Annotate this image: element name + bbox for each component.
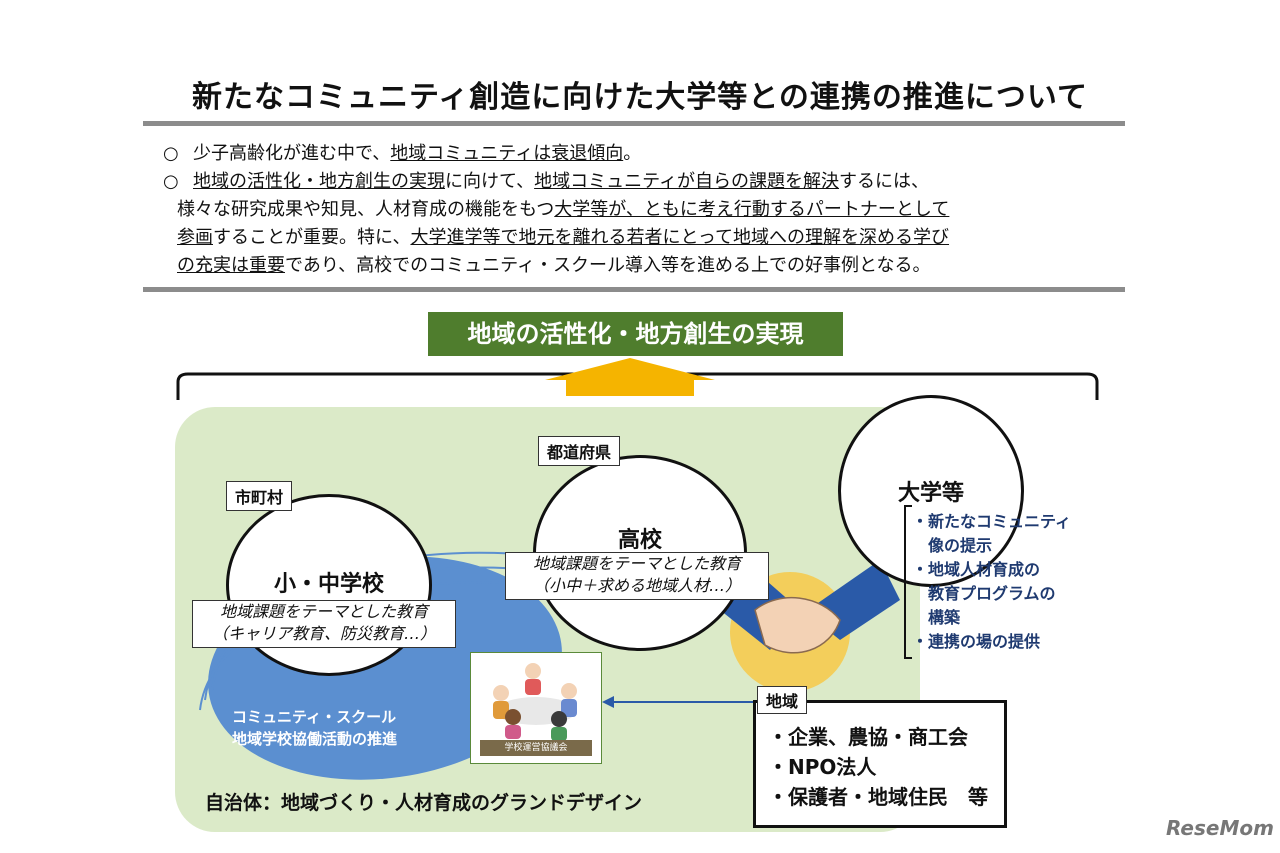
- intro-paragraph-2: ○ 地域の活性化・地方創生の実現に向けて、地域コミュニティが自らの課題を解決するに…: [163, 168, 1123, 196]
- region-members: ・企業、農協・商工会 ・NPO法人 ・保護者・地域住民 等: [768, 722, 988, 812]
- grand-design-caption: 自治体：地域づくり・人材育成のグランドデザイン: [205, 792, 643, 814]
- goal-banner: 地域の活性化・地方創生の実現: [428, 312, 843, 356]
- text-underlined: 地域コミュニティが自らの課題を解決: [534, 171, 840, 192]
- prefecture-tag: 都道府県: [538, 436, 621, 466]
- text: 様々な研究成果や知見、人材育成の機能をもつ: [177, 199, 555, 220]
- intro-paragraph-2-line-3: 参画することが重要。特に、大学進学等で地元を離れる若者にとって地域への理解を深め…: [163, 224, 1123, 252]
- region-member-item: ・企業、農協・商工会: [768, 725, 968, 749]
- community-school-line: 地域学校協働活動の推進: [232, 730, 398, 748]
- bracket-and-arrow: [176, 358, 1099, 400]
- intro-paragraph-2-line-4: の充実は重要であり、高校でのコミュニティ・スクール導入等を進める上での好事例とな…: [163, 252, 1123, 280]
- text: するには、: [839, 171, 930, 192]
- text: することが重要。特に、: [213, 227, 411, 248]
- intro-paragraph-2-line-2: 様々な研究成果や知見、人材育成の機能をもつ大学等が、ともに考え行動するパートナー…: [163, 196, 1123, 224]
- page-title: 新たなコミュニティ創造に向けた大学等との連携の推進について: [192, 80, 1088, 115]
- meeting-people-icon: [493, 663, 577, 741]
- text: であり、高校でのコミュニティ・スクール導入等を進める上での好事例となる。: [285, 255, 931, 276]
- box-line: 地域課題をテーマとした教育: [219, 602, 428, 621]
- box-line: （キャリア教育、防災教育…）: [211, 624, 436, 643]
- text-underlined: 大学進学等で地元を離れる若者にとって地域への理解を深める学び: [410, 227, 950, 248]
- prefecture-education-box: 地域課題をテーマとした教育 （小中＋求める地域人材…）: [505, 552, 769, 600]
- community-school-label: コミュニティ・スクール 地域学校協働活動の推進: [232, 706, 397, 750]
- text-underlined: 大学等が、ともに考え行動するパートナーとして: [554, 199, 950, 220]
- elementary-junior-high-title: 小・中学校: [273, 572, 384, 597]
- text-underlined: の充実は重要: [177, 255, 285, 276]
- region-tag: 地域: [757, 686, 808, 714]
- text: に向けて、: [445, 171, 535, 192]
- up-arrow: [545, 358, 715, 396]
- region-member-item: ・NPO法人: [768, 755, 877, 779]
- text: 少子高齢化が進む中で、: [193, 143, 391, 164]
- resemom-logo: ReseMom: [1166, 816, 1274, 840]
- bullet: ○: [163, 171, 179, 192]
- text-underlined: 参画: [177, 227, 213, 248]
- university-title: 大学等: [897, 481, 964, 506]
- high-school-title: 高校: [617, 528, 662, 553]
- text-underlined: 地域の活性化・地方創生の実現: [193, 171, 445, 192]
- university-role-item: ・地域人材育成の: [912, 560, 1041, 579]
- bullet: ○: [163, 143, 179, 164]
- university-role-item: 教育プログラムの: [912, 584, 1056, 603]
- university-role-item: 構築: [912, 608, 961, 627]
- box-line: 地域課題をテーマとした教育: [532, 554, 741, 573]
- region-member-item: ・保護者・地域住民 等: [768, 785, 988, 809]
- university-bracket: [904, 505, 912, 659]
- university-role-item: ・連携の場の提供: [912, 632, 1041, 651]
- university-roles: ・新たなコミュニティ 像の提示 ・地域人材育成の 教育プログラムの 構築 ・連携…: [912, 510, 1071, 654]
- municipality-tag: 市町村: [226, 481, 293, 511]
- title-divider: [143, 121, 1125, 126]
- region-arrow-head: [602, 696, 614, 708]
- text-underlined: 地域コミュニティは衰退傾向: [390, 143, 624, 164]
- intro-paragraph-1: ○ 少子高齢化が進む中で、地域コミュニティは衰退傾向。: [163, 140, 1123, 168]
- text: 。: [623, 143, 642, 164]
- community-school-line: コミュニティ・スクール: [232, 708, 397, 726]
- intro-text: ○ 少子高齢化が進む中で、地域コミュニティは衰退傾向。 ○ 地域の活性化・地方創生の…: [163, 140, 1123, 280]
- region-box: [753, 700, 1007, 828]
- university-role-item: 像の提示: [912, 536, 993, 555]
- box-line: （小中＋求める地域人材…）: [532, 576, 741, 595]
- university-circle: [838, 395, 1024, 587]
- university-role-item: ・新たなコミュニティ: [912, 512, 1072, 531]
- municipality-education-box: 地域課題をテーマとした教育 （キャリア教育、防災教育…）: [192, 600, 456, 648]
- school-council-label: 学校運営協議会: [480, 740, 592, 756]
- intro-divider: [143, 287, 1125, 292]
